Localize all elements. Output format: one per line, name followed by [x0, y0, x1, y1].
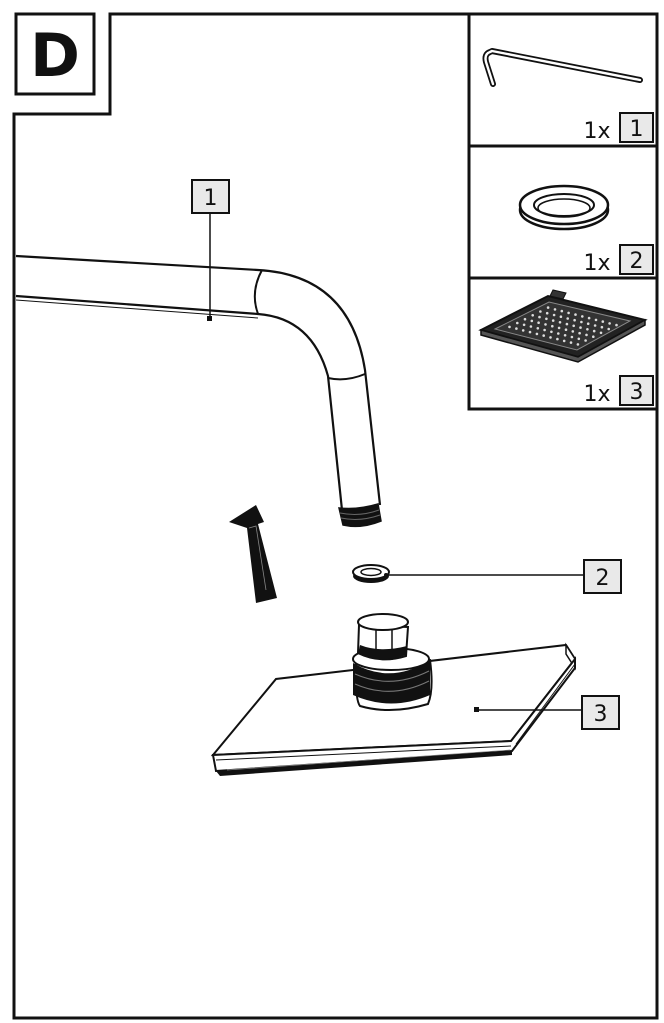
parts-list: 1x 1 1x 2 1x: [467, 12, 659, 411]
spray-nozzle: [578, 331, 581, 335]
spray-nozzle: [586, 322, 590, 326]
spray-nozzle: [553, 308, 557, 311]
spray-nozzle: [545, 311, 549, 315]
spray-nozzle: [543, 328, 546, 332]
spray-nozzle: [535, 332, 539, 336]
callout-2: 2: [386, 559, 622, 594]
spray-nozzle: [615, 323, 618, 327]
spray-nozzle: [584, 339, 587, 342]
spray-nozzle: [559, 315, 563, 319]
step-badge: D: [14, 12, 96, 96]
spray-nozzle: [542, 334, 545, 337]
spray-nozzle: [551, 324, 554, 328]
spray-nozzle: [544, 323, 547, 326]
parts-cell-2: 1x 2: [518, 184, 654, 276]
spray-nozzle: [569, 341, 573, 344]
parts-num-2: 2: [630, 249, 644, 274]
spray-nozzle: [601, 320, 605, 323]
hex-key-icon: [482, 48, 643, 87]
callout-3: 3: [477, 695, 620, 730]
spray-nozzle: [607, 327, 610, 331]
spray-nozzle: [576, 343, 580, 346]
spray-nozzle: [566, 317, 569, 320]
spray-nozzle: [592, 335, 595, 339]
callout-1-label: 1: [204, 186, 218, 211]
spray-nozzle: [594, 318, 598, 322]
parts-num-1: 1: [630, 117, 644, 142]
parts-qty-1: 1x: [583, 119, 610, 144]
spray-nozzle: [579, 326, 582, 329]
spray-nozzle: [571, 330, 575, 333]
sealing-ring: [352, 564, 390, 583]
spray-nozzle: [592, 329, 596, 333]
spray-nozzle: [549, 336, 552, 339]
spray-nozzle: [546, 306, 550, 309]
spray-nozzle: [599, 331, 603, 335]
spray-nozzle: [574, 313, 577, 316]
callout-3-label: 3: [594, 702, 608, 727]
shower-head: [210, 613, 577, 776]
spray-nozzle: [536, 327, 540, 330]
parts-cell-3: 1x 3: [478, 289, 654, 407]
spray-nozzle: [556, 337, 559, 341]
spray-nozzle: [577, 337, 581, 341]
spray-nozzle: [522, 323, 526, 327]
spray-nozzle: [581, 315, 584, 318]
spray-nozzle: [515, 327, 518, 330]
spray-nozzle: [560, 309, 564, 313]
spray-nozzle: [531, 314, 534, 317]
parts-qty-2: 1x: [583, 251, 610, 276]
spray-nozzle: [564, 328, 568, 332]
spray-nozzle: [600, 325, 604, 329]
spray-nozzle: [508, 325, 511, 329]
sealing-ring-icon: [518, 184, 610, 231]
spray-nozzle: [538, 315, 541, 319]
spray-nozzle: [585, 333, 588, 337]
parts-cell-1: 1x 1: [482, 48, 654, 144]
step-letter: D: [30, 21, 80, 91]
spray-nozzle: [537, 321, 540, 325]
spray-nozzle: [586, 328, 589, 331]
spray-nozzle: [593, 324, 597, 327]
spray-nozzle: [563, 334, 567, 337]
spray-nozzle: [552, 313, 556, 317]
spray-nozzle: [565, 322, 569, 326]
spray-nozzle: [580, 320, 583, 324]
spray-nozzle: [608, 322, 611, 325]
spray-nozzle: [516, 321, 519, 325]
spray-nozzle: [557, 326, 561, 330]
shower-arm: [15, 254, 382, 528]
spray-nozzle: [539, 310, 542, 313]
spray-nozzle: [530, 319, 534, 323]
spray-nozzle: [528, 330, 532, 334]
spray-nozzle: [587, 316, 591, 320]
spray-nozzle: [523, 317, 527, 321]
spray-nozzle: [567, 311, 570, 315]
spray-nozzle: [570, 335, 574, 339]
spray-nozzle: [558, 321, 562, 324]
parts-num-3: 3: [630, 380, 644, 405]
spray-nozzle: [521, 329, 525, 332]
rain-shower-head-icon: [478, 289, 648, 363]
direction-arrow-icon: [229, 505, 277, 603]
spray-nozzle: [557, 332, 560, 335]
spray-nozzle: [550, 330, 553, 334]
spray-nozzle: [572, 324, 575, 328]
callout-1: 1: [191, 179, 230, 318]
spray-nozzle: [573, 318, 576, 322]
spray-nozzle: [545, 317, 548, 321]
callout-2-label: 2: [596, 566, 610, 591]
spray-nozzle: [529, 325, 533, 328]
spray-nozzle: [551, 319, 555, 322]
parts-qty-3: 1x: [583, 382, 610, 407]
spray-nozzle: [562, 339, 566, 343]
